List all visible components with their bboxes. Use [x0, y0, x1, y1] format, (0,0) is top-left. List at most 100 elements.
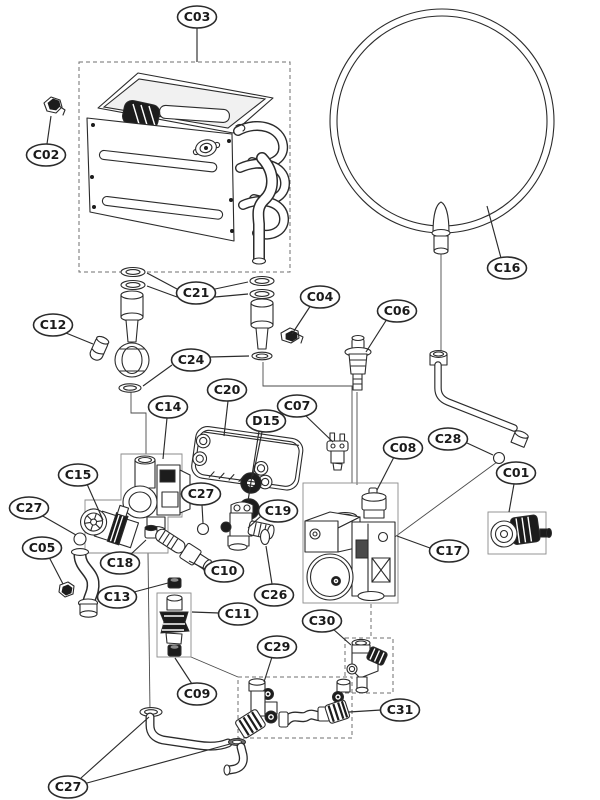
callout-label: C28	[435, 431, 462, 446]
part-c02-clip	[43, 96, 66, 116]
callout-label: C04	[307, 289, 334, 304]
part-c17-pump	[302, 482, 399, 604]
callout-bubble	[176, 682, 218, 706]
callout-c03-0: C03	[176, 5, 218, 62]
callout-c15-15: C15	[57, 463, 104, 521]
part-left-pipe	[114, 266, 150, 393]
callout-label: C11	[225, 606, 252, 621]
leader-line	[174, 657, 193, 685]
callout-label: C13	[104, 589, 131, 604]
leader-line	[86, 483, 104, 521]
callout-c07-10: C07	[276, 394, 334, 443]
callout-bubble	[379, 698, 421, 722]
leader-line	[291, 304, 312, 335]
leader-line	[486, 205, 502, 259]
callout-label: C31	[387, 702, 414, 717]
callout-bubble	[257, 499, 299, 523]
part-c03-heat-cell	[86, 72, 290, 265]
callout-c06-5: C06	[365, 299, 418, 353]
callout-bubble	[495, 461, 537, 485]
callout-bubble	[170, 348, 212, 372]
leader-line	[46, 115, 52, 145]
leader-line	[466, 442, 494, 456]
leader-line	[48, 556, 64, 585]
leader-line	[80, 716, 150, 779]
leader-line	[348, 709, 382, 713]
callout-c04-4: C04	[291, 285, 341, 335]
leader-line	[191, 611, 220, 614]
leader-line	[146, 272, 178, 290]
leader-line	[376, 456, 395, 491]
part-c27-oring-left	[73, 532, 87, 546]
callout-label: C02	[33, 147, 60, 162]
callout-c13-23: C13	[96, 582, 169, 609]
leader-line	[142, 364, 173, 387]
part-c11-valve	[156, 592, 192, 658]
callout-bubble	[299, 285, 341, 309]
leader-line	[65, 332, 94, 345]
callout-bubble	[382, 436, 424, 460]
callout-bubble	[253, 583, 295, 607]
callout-label: C05	[29, 540, 56, 555]
callout-c05-19: C05	[21, 536, 64, 585]
callout-bubble	[175, 281, 217, 305]
callout-label: C10	[211, 563, 238, 578]
callout-bubble	[99, 551, 141, 575]
part-c01-cartridge	[487, 511, 552, 555]
callout-bubble	[21, 536, 63, 560]
part-c10-venturi	[155, 528, 212, 571]
leader-line	[162, 417, 168, 460]
leader-line	[332, 628, 352, 646]
callout-c18-20: C18	[99, 539, 147, 575]
leader-line	[263, 656, 273, 683]
callout-label: C09	[184, 686, 211, 701]
part-c28-pipe	[429, 350, 529, 465]
part-c28-oring	[492, 451, 506, 465]
dashed-box-c30	[344, 637, 394, 694]
callout-label: C12	[40, 317, 67, 332]
callout-bubble	[96, 585, 138, 609]
callout-c17-21: C17	[396, 535, 470, 563]
leader-line	[247, 430, 260, 502]
callout-label: C19	[265, 503, 292, 518]
leader-line	[265, 545, 273, 585]
leader-line	[396, 535, 431, 549]
part-c06-valve	[344, 334, 372, 391]
callout-bubble	[57, 463, 99, 487]
callout-bubble	[32, 313, 74, 337]
callout-c27-16: C27	[8, 496, 77, 536]
callout-bubble	[486, 256, 528, 280]
callout-c09-28: C09	[174, 657, 218, 706]
leader-line	[365, 318, 388, 353]
callout-c08-13: C08	[376, 436, 424, 491]
part-c27-oring-mid	[196, 522, 210, 536]
callout-label: C08	[390, 440, 417, 455]
callout-c27-30: C27	[47, 716, 231, 799]
callout-c31-29: C31	[348, 698, 421, 722]
part-c30-tee	[346, 638, 388, 694]
callout-label: C26	[261, 587, 288, 602]
callout-bubble	[176, 5, 218, 29]
part-c29-tee	[235, 678, 331, 739]
part-c09-nut	[167, 644, 182, 657]
leader-line	[146, 285, 178, 298]
callout-bubble	[180, 482, 222, 506]
callout-bubble	[428, 539, 470, 563]
dashed-box-heat-cell	[78, 61, 291, 273]
part-c16-hose-ring	[329, 8, 555, 255]
callout-c27-17: C27	[180, 482, 222, 524]
callout-label: C17	[436, 543, 463, 558]
part-c12-pin	[89, 335, 110, 361]
callout-c14-9: C14	[147, 395, 189, 460]
leader-line	[86, 743, 231, 784]
leader-line	[214, 293, 249, 298]
callout-c02-1: C02	[25, 115, 67, 167]
callout-label: C07	[284, 398, 311, 413]
callout-bubble	[206, 378, 248, 402]
callout-c24-7: C24	[142, 348, 250, 387]
callout-c16-2: C16	[486, 205, 528, 280]
leader-line	[133, 582, 169, 593]
callout-c26-24: C26	[253, 545, 295, 607]
leader-line	[40, 514, 77, 536]
